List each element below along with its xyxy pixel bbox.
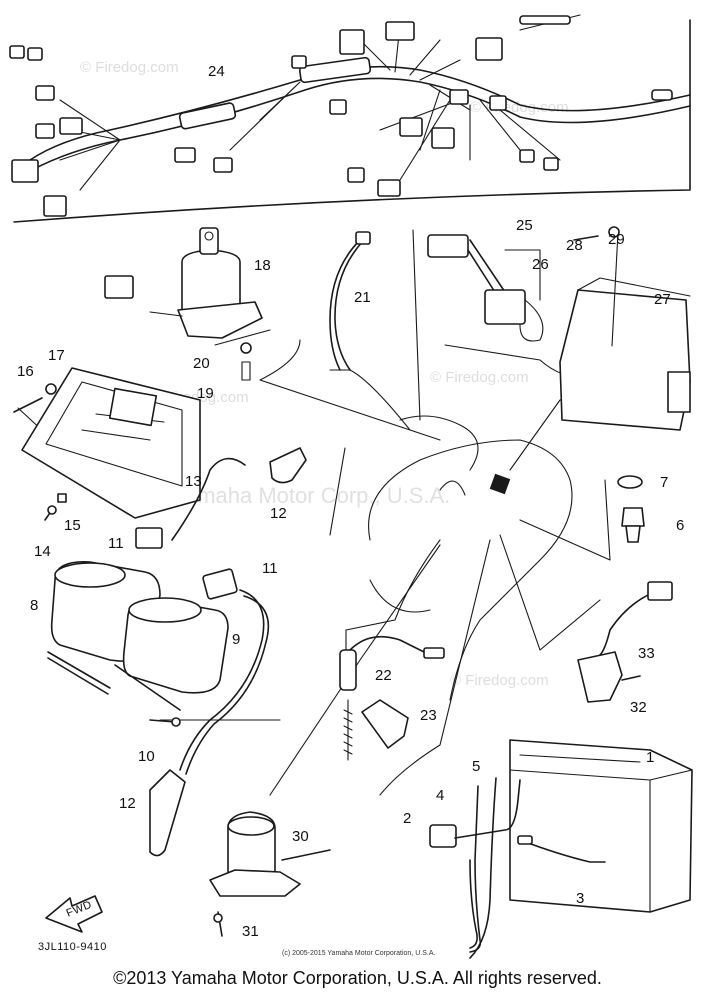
sensor-lead [329,231,371,371]
wire-harness [9,14,691,223]
callout-21: 21 [354,289,371,306]
callout-6: 6 [676,517,684,534]
stop-switch [339,635,445,761]
callouts: 24 25 26 28 29 27 18 21 20 19 16 17 13 1… [17,63,684,940]
callout-8: 8 [30,597,38,614]
sender-unit [577,581,673,703]
callout-12-top: 12 [270,505,287,522]
callout-22: 22 [375,667,392,684]
callout-33: 33 [638,645,655,662]
callout-2: 2 [403,810,411,827]
callout-24: 24 [208,63,225,80]
callout-30: 30 [292,828,309,845]
callout-9: 9 [232,631,240,648]
fine-print: (c) 2005-2015 Yamaha Motor Corporation, … [282,950,435,957]
callout-10: 10 [138,748,155,765]
control-unit [559,226,691,431]
callout-25: 25 [516,217,533,234]
watermark-firedog: © Firedog.com [430,369,529,386]
callout-14: 14 [34,543,51,560]
callout-28: 28 [566,237,583,254]
watermark-firedog: © Firedog.com [80,59,179,76]
callout-26: 26 [532,256,549,273]
diagram-code: 3JL110-9410 [38,941,107,953]
callout-5: 5 [472,758,480,775]
starter-relay [209,811,331,937]
callout-7: 7 [660,474,668,491]
callout-27: 27 [654,291,671,308]
callout-13: 13 [185,473,202,490]
watermark-firedog: © Firedog.com [450,672,549,689]
callout-12-bottom: 12 [119,795,136,812]
cdi-unit [13,367,201,521]
main-switch [104,227,263,381]
callout-31: 31 [242,923,259,940]
ignition-coils [47,447,307,857]
callout-4: 4 [436,787,444,804]
neutral-switch [617,475,645,543]
callout-29: 29 [608,231,625,248]
frame-outline [368,415,573,701]
callout-32: 32 [630,699,647,716]
callout-20: 20 [193,355,210,372]
callout-3: 3 [576,890,584,907]
callout-11-right: 11 [262,560,278,577]
battery [429,739,693,959]
callout-18: 18 [254,257,271,274]
callout-15: 15 [64,517,81,534]
callout-16: 16 [17,363,34,380]
callout-19: 19 [197,385,214,402]
coupler [427,234,544,342]
callout-23: 23 [420,707,437,724]
fwd-arrow-icon: FWD [45,895,103,933]
callout-1: 1 [646,749,654,766]
copyright-notice: ©2013 Yamaha Motor Corporation, U.S.A. A… [113,968,602,988]
callout-11-left: 11 [108,535,124,552]
callout-17: 17 [48,347,65,364]
